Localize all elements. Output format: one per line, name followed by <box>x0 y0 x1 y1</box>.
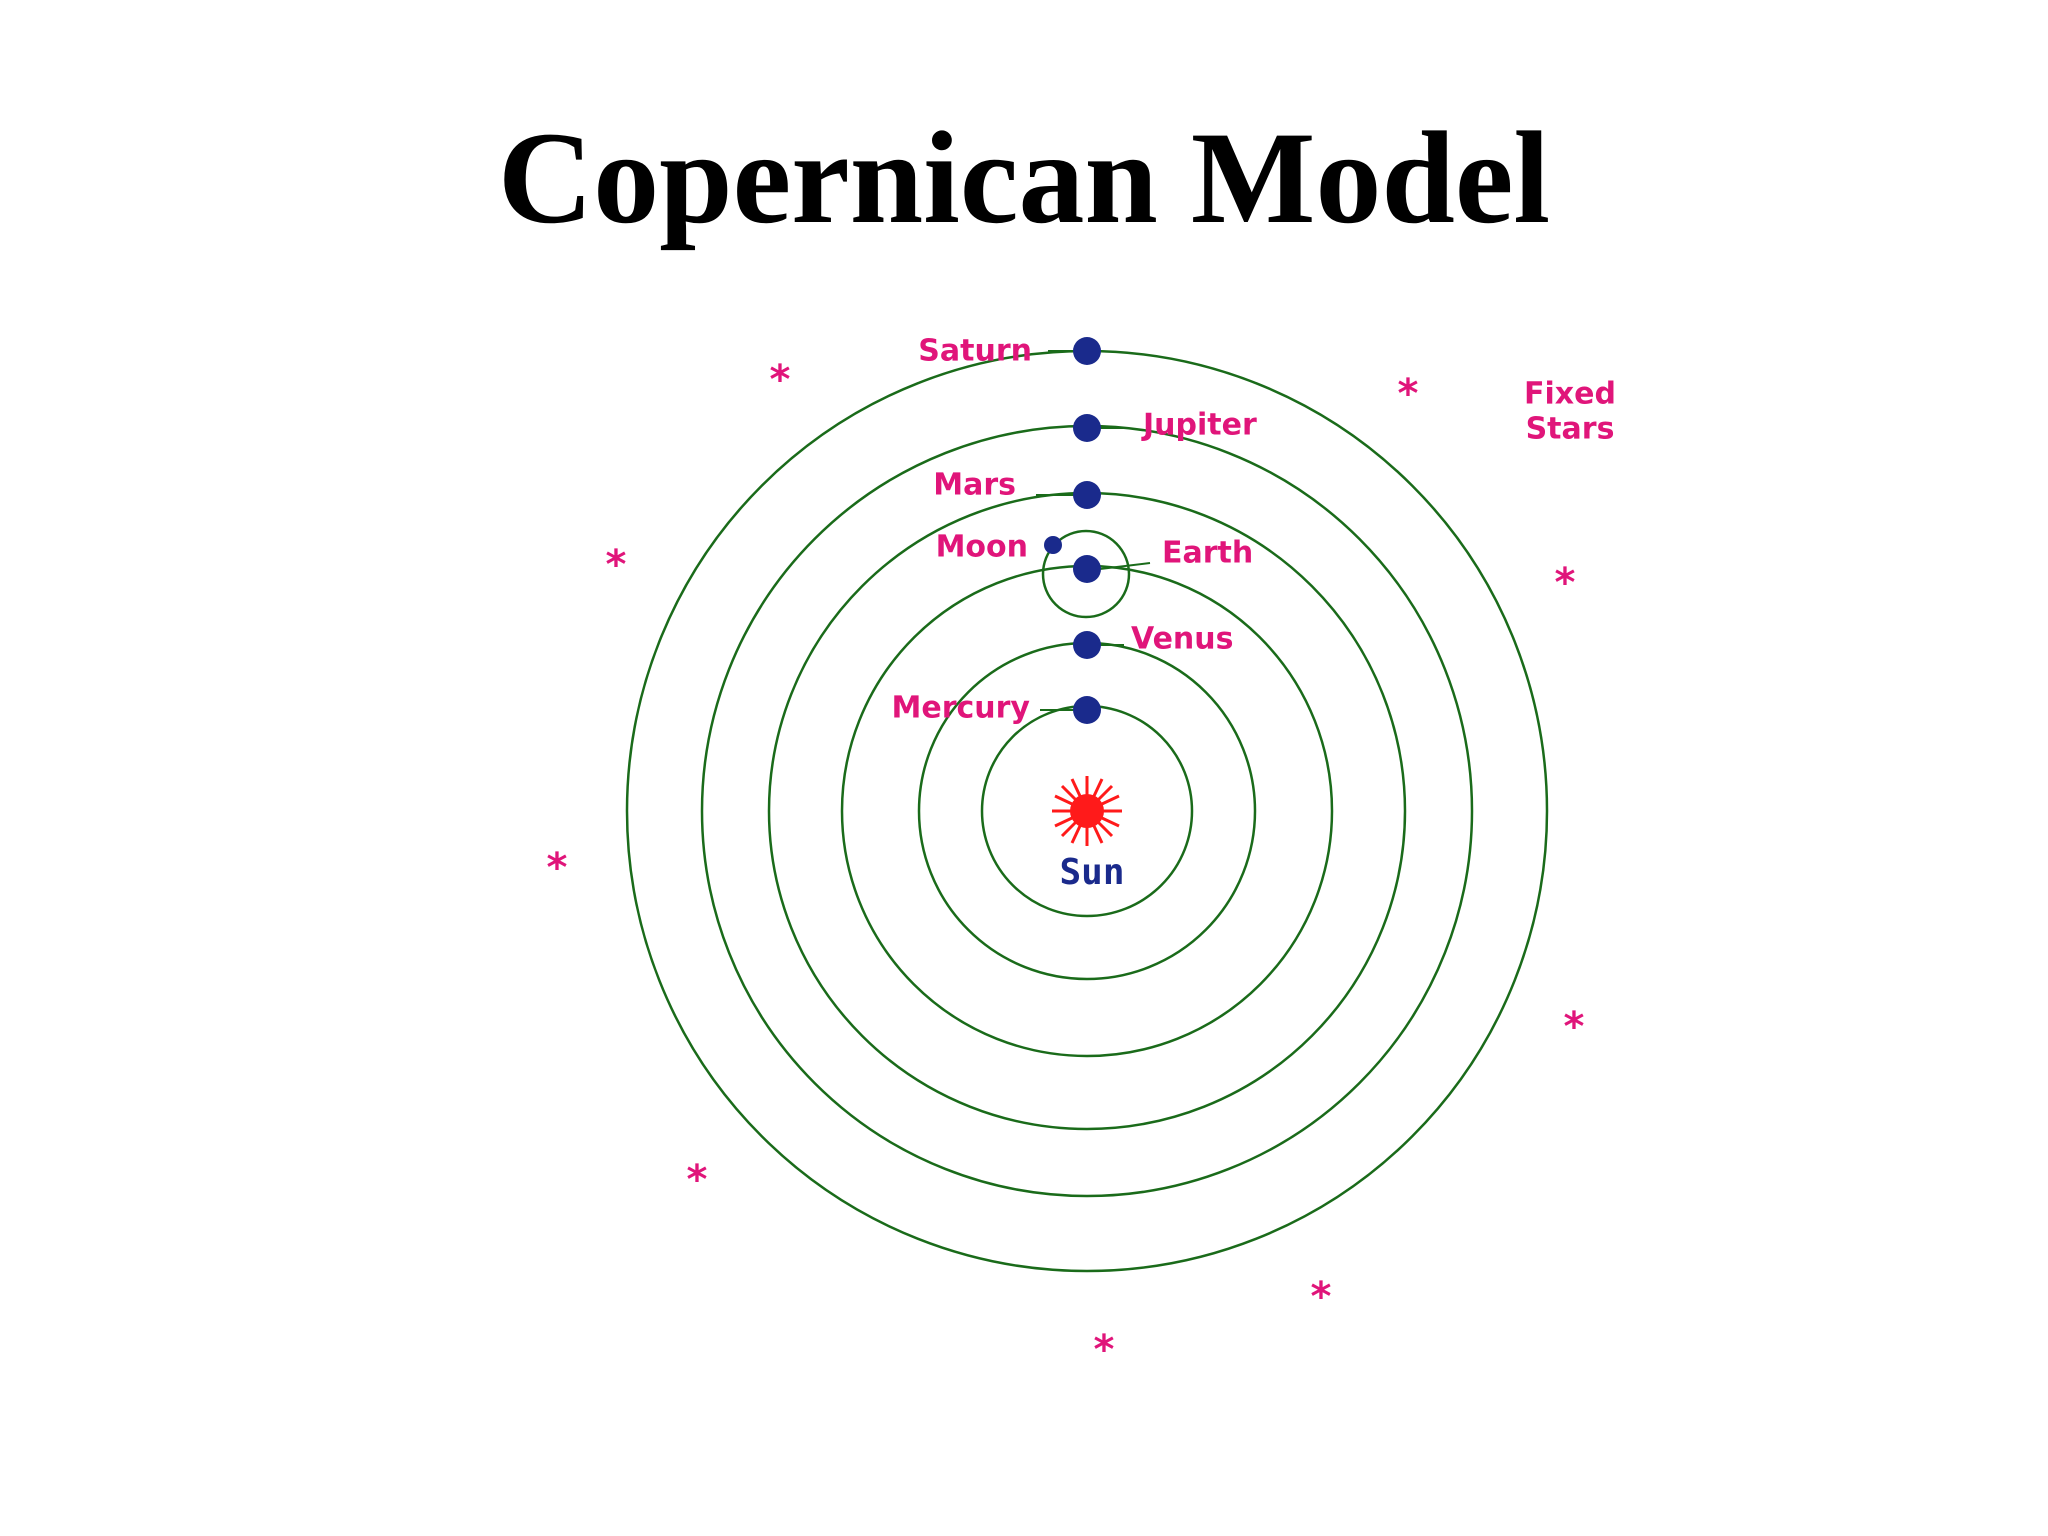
star-icon: * <box>1564 1004 1585 1050</box>
planet-mercury <box>1073 696 1101 724</box>
label-earth: Earth <box>1162 536 1253 571</box>
planet-mars <box>1073 481 1101 509</box>
leader-earth <box>1099 562 1151 570</box>
label-saturn: Saturn <box>918 334 1032 369</box>
sun-icon <box>1052 776 1122 846</box>
star-icon: * <box>687 1157 708 1203</box>
star-icon: * <box>770 357 791 403</box>
orbit-moon <box>1041 529 1131 619</box>
label-stars: Stars <box>1526 412 1615 447</box>
star-icon: * <box>1311 1274 1332 1320</box>
planet-venus <box>1073 631 1101 659</box>
star-icon: * <box>547 845 568 891</box>
page-title: Copernican Model <box>497 104 1551 251</box>
planet-saturn <box>1073 337 1101 365</box>
star-icon: * <box>1094 1327 1115 1373</box>
planet-jupiter <box>1073 414 1101 442</box>
label-mercury: Mercury <box>892 691 1031 726</box>
leader-lines <box>1036 350 1151 711</box>
star-icon: * <box>606 542 627 588</box>
planet-moon <box>1044 536 1062 554</box>
label-fixed: Fixed <box>1524 377 1616 412</box>
fixed-stars: * * * * * * * * * <box>547 357 1585 1373</box>
planet-earth <box>1073 555 1101 583</box>
label-mars: Mars <box>933 468 1016 503</box>
label-venus: Venus <box>1131 622 1234 657</box>
planet-labels: Saturn Jupiter Mars Moon Earth Venus Mer… <box>892 334 1616 894</box>
star-icon: * <box>1555 560 1576 606</box>
planets <box>1044 337 1101 724</box>
label-sun: Sun <box>1059 852 1124 893</box>
label-moon: Moon <box>936 530 1028 565</box>
star-icon: * <box>1398 371 1419 417</box>
label-jupiter: Jupiter <box>1141 408 1257 443</box>
